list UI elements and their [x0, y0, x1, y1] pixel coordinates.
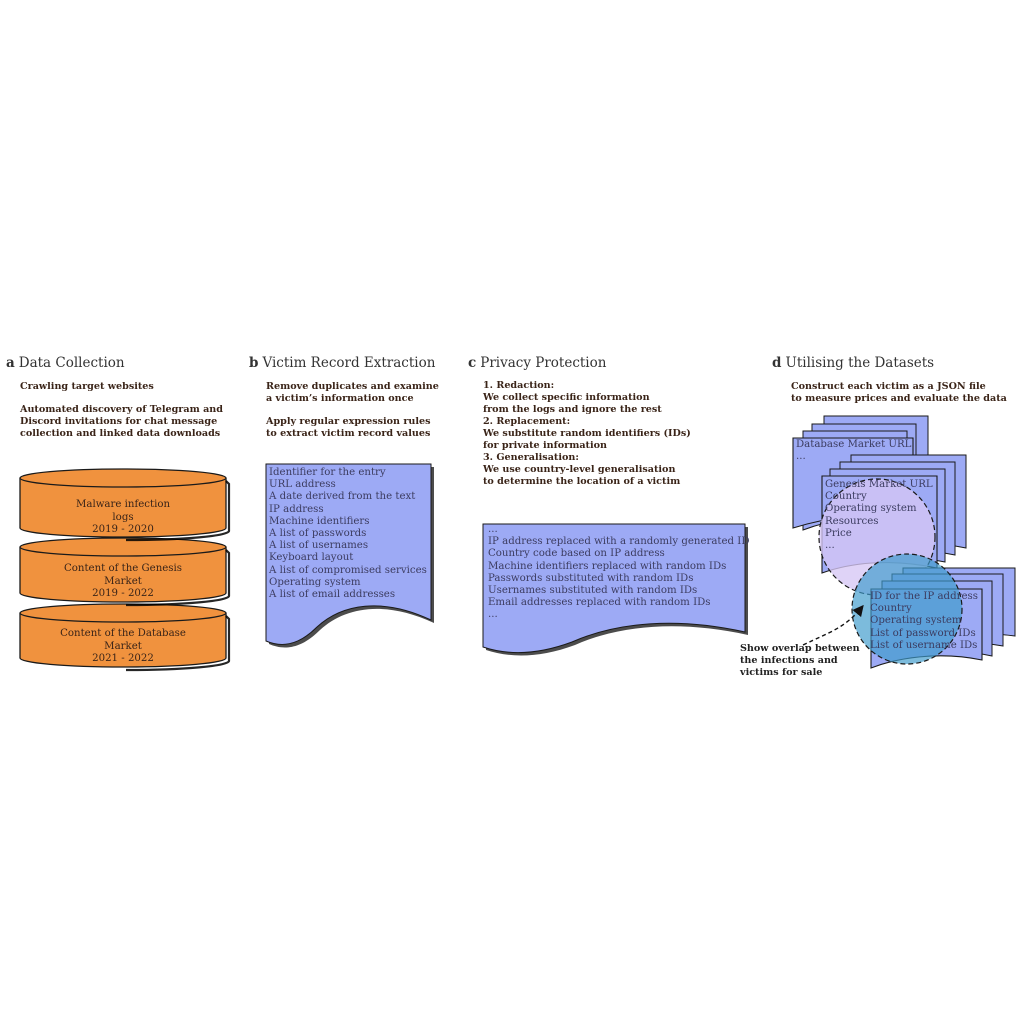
dedupe-text-line: Remove duplicates and examine — [266, 381, 439, 392]
field-item: Email addresses replaced with random IDs — [488, 597, 711, 609]
step-heading-generalisation: 3. Generalisation: — [483, 452, 579, 463]
cylinder-label-line: Content of the Genesis — [63, 563, 183, 574]
doc-field: Operating system — [870, 615, 962, 627]
annotation-line: Show overlap between — [740, 643, 860, 654]
field-item: Machine identifiers — [269, 515, 370, 527]
field-item: Machine identifiers replaced with random… — [488, 560, 727, 572]
doc-field: Resources — [825, 515, 879, 527]
step-text-line: for private information — [483, 440, 608, 451]
step-text-line: from the logs and ignore the rest — [483, 404, 662, 415]
step-text-line: to determine the location of a victim — [483, 476, 681, 487]
step-text-line: We collect specific information — [483, 392, 650, 403]
extraction-document — [265, 463, 434, 648]
field-item: Identifier for the entry — [269, 467, 386, 478]
cylinder-database-market — [19, 603, 231, 672]
cylinder-label-line: Market — [104, 575, 142, 587]
field-item: A date derived from the text — [269, 491, 416, 503]
section-b-letter: b — [249, 355, 259, 371]
field-item: ... — [488, 609, 498, 621]
field-item: A list of compromised services — [269, 564, 427, 576]
cylinder-label-line: Malware infection — [75, 499, 171, 510]
field-item: Country code based on IP address — [488, 548, 665, 560]
doc-field: Genesis Market URL — [825, 479, 933, 490]
overlap-circle-infections — [851, 553, 963, 665]
doc-field: ... — [796, 451, 806, 463]
field-item: A list of email addresses — [269, 589, 396, 601]
section-c-steps: 1. Redaction: We collect specific inform… — [483, 380, 691, 488]
field-item: ... — [488, 524, 498, 535]
dedupe-text-line: a victim’s information once — [266, 393, 414, 404]
section-d-letter: d — [772, 355, 782, 371]
doc-field: Database Market URL — [796, 439, 912, 450]
field-item: Usernames substituted with random IDs — [488, 585, 698, 597]
overlap-annotation: Show overlap between the infections and … — [740, 643, 860, 679]
field-item: Keyboard layout — [269, 552, 354, 564]
field-item: URL address — [269, 479, 336, 491]
step-heading-redaction: 1. Redaction: — [483, 380, 555, 391]
discovery-text-line: collection and linked data downloads — [20, 428, 221, 439]
crawling-text: Crawling target websites — [20, 381, 154, 392]
cylinder-label-line: logs — [112, 511, 134, 523]
doc-field: List of password IDs — [870, 627, 976, 639]
section-d-title: Utilising the Datasets — [785, 355, 935, 371]
discovery-text-line: Discord invitations for chat message — [20, 416, 218, 427]
doc-field: ID for the IP address — [870, 591, 978, 602]
field-item: Operating system — [269, 576, 361, 588]
section-b-description: Remove duplicates and examine a victim’s… — [266, 381, 439, 440]
json-text-line: to measure prices and evaluate the data — [791, 393, 1007, 404]
regex-text-line: Apply regular expression rules — [266, 416, 431, 427]
doc-field: List of username IDs — [870, 639, 978, 651]
database-market-doc-text: Database Market URL ... — [796, 439, 911, 463]
cylinder-label-line: 2019 - 2020 — [92, 524, 154, 535]
annotation-line: victims for sale — [740, 667, 823, 678]
cylinder-label-genesis-market: Content of the Genesis Market 2019 - 202… — [20, 563, 226, 601]
discovery-text-line: Automated discovery of Telegram and — [20, 404, 223, 415]
doc-field: Price — [825, 527, 852, 539]
cylinder-label-database-market: Content of the Database Market 2021 - 20… — [20, 628, 226, 666]
section-a-description: Crawling target websites Automated disco… — [20, 381, 223, 440]
step-text-line: We use country-level generalisation — [483, 464, 676, 475]
privacy-field-list: ... IP address replaced with a randomly … — [488, 524, 750, 622]
privacy-document — [482, 523, 748, 656]
annotation-line: the infections and — [740, 655, 838, 666]
field-item: IP address — [269, 503, 324, 515]
cylinder-label-line: Market — [104, 640, 142, 652]
victim-logs-doc-text: ID for the IP address Country Operating … — [870, 591, 982, 652]
cylinder-label-line: 2019 - 2022 — [92, 588, 154, 599]
regex-text-line: to extract victim record values — [266, 428, 431, 439]
doc-field: Operating system — [825, 503, 917, 515]
database-cylinder-stack — [19, 468, 231, 672]
doc-field: ... — [825, 540, 835, 552]
field-item: A list of usernames — [269, 540, 369, 552]
step-heading-replacement: 2. Replacement: — [483, 416, 571, 427]
cylinder-genesis-market — [19, 537, 231, 607]
section-a-title: Data Collection — [18, 355, 125, 371]
section-c-letter: c — [468, 355, 477, 371]
extraction-field-list: Identifier for the entry URL address A d… — [269, 467, 427, 601]
section-a-letter: a — [6, 355, 15, 371]
cylinder-malware-logs — [19, 468, 231, 542]
field-item: Passwords substituted with random IDs — [488, 572, 694, 584]
cylinder-label-line: Content of the Database — [60, 628, 186, 639]
section-b-title: Victim Record Extraction — [262, 355, 436, 371]
genesis-market-doc-text: Genesis Market URL Country Operating sys… — [825, 479, 933, 552]
doc-field: Country — [825, 491, 867, 503]
section-c-title: Privacy Protection — [480, 355, 607, 371]
doc-field: Country — [870, 603, 912, 615]
json-text-line: Construct each victim as a JSON file — [791, 381, 986, 392]
cylinder-label-line: 2021 - 2022 — [92, 653, 154, 664]
cylinder-label-malware-logs: Malware infection logs 2019 - 2020 — [20, 499, 226, 537]
annotation-arrow — [802, 604, 864, 646]
field-item: A list of passwords — [269, 528, 367, 540]
field-item: IP address replaced with a randomly gene… — [488, 536, 750, 548]
step-text-line: We substitute random identifiers (IDs) — [483, 428, 691, 439]
section-d-description: Construct each victim as a JSON file to … — [791, 381, 1007, 405]
